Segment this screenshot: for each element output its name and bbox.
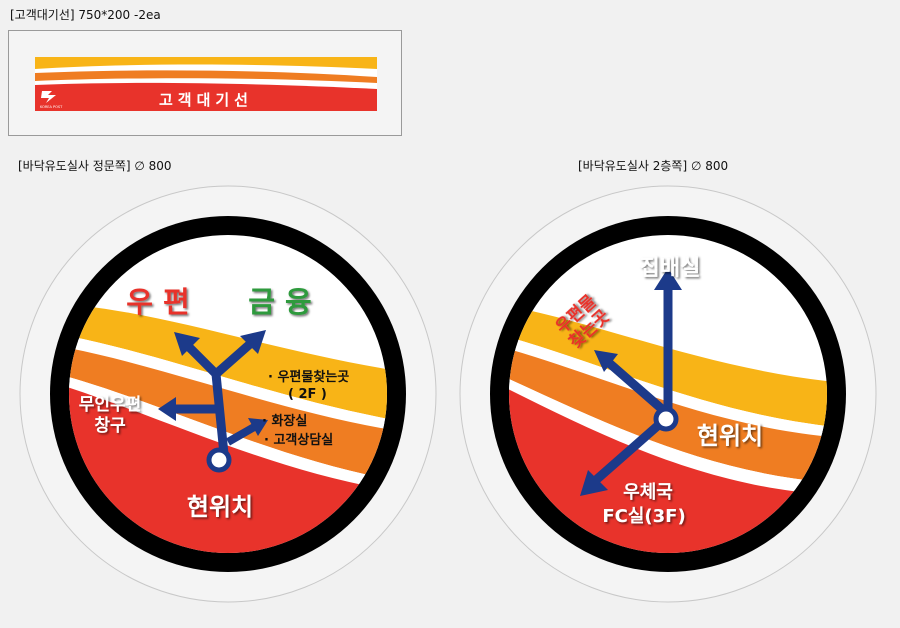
arrow-down-left-icon [580,470,608,496]
current-location-marker-icon [653,406,679,432]
mail-pickup-label: · 우편물찾는곳 [268,369,349,385]
arrow-right-icon [248,418,268,436]
direction-arrows [580,268,682,496]
korea-post-logo-icon: KOREA POST [40,91,63,109]
direction-arrows [158,330,268,455]
fc-room-label: FC실(3F) [602,506,685,527]
arrow-up-right-icon [240,330,266,354]
customer-service-label: · 고객상담실 [264,432,333,448]
finance-label: 금 융 [248,285,311,319]
current-location-label: 현위치 [187,493,253,521]
left-sign-caption: [바닥유도실사 정문쪽] ∅ 800 [18,159,172,173]
left-floor-sign: 우 편 금 융 무인우편 창구 · 우편물찾는곳 ( 2F ) · 화장실 · … [18,184,438,604]
arrow-left-icon [158,397,176,421]
post-office-label: 우체국 [623,482,673,503]
banner-preview: KOREA POST 고객대기선 [8,30,402,136]
current-location-label: 현위치 [697,422,763,450]
arrow-up-left-icon [174,332,200,356]
right-sign-caption: [바닥유도실사 2층쪽] ∅ 800 [578,159,729,173]
arrow-up-left-icon [594,350,618,372]
banner-text: 고객대기선 [159,91,253,109]
logo-text: KOREA POST [40,105,63,109]
waiting-line-banner: KOREA POST 고객대기선 [35,57,377,111]
mail-pickup-floor: ( 2F ) [288,387,327,402]
unmanned-window-line1: 무인우편 [79,395,142,415]
arrow-up-icon [654,268,682,290]
right-floor-sign: 집배실 우편물 찾는곳 현위치 우체국 FC실(3F) [458,184,878,604]
postal-label: 우 편 [126,285,189,319]
delivery-room-label: 집배실 [640,256,701,281]
restroom-label: · 화장실 [262,413,307,429]
unmanned-window-line2: 창구 [94,416,126,436]
current-location-marker-icon [206,447,232,473]
banner-caption: [고객대기선] 750*200 -2ea [10,8,161,22]
